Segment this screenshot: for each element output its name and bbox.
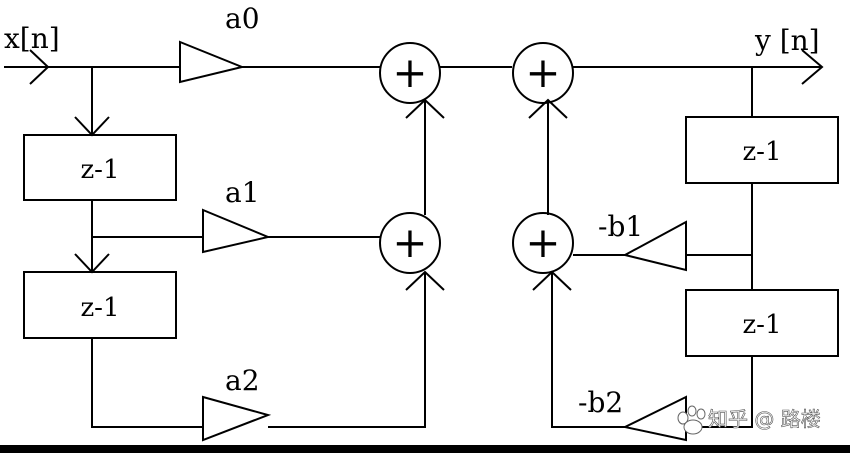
gain-b2-label: -b2 <box>578 386 623 419</box>
sum-node-2 <box>512 42 574 104</box>
gain-b1-triangle <box>622 220 687 272</box>
delay-box-left-2 <box>23 271 177 339</box>
output-arrow <box>801 49 824 85</box>
gain-b1-label: -b1 <box>598 210 643 243</box>
delay-right-2-label: z-1 <box>742 310 781 340</box>
delay-box-right-2 <box>685 289 839 357</box>
delay-left-2-label: z-1 <box>80 293 119 323</box>
gain-a0-triangle <box>179 40 246 84</box>
delay-box-right-1 <box>685 116 839 184</box>
watermark: 知乎 @ 路楼 <box>677 405 821 435</box>
delay-right-1-label: z-1 <box>742 137 781 167</box>
sum-node-4 <box>512 212 574 274</box>
b2-arrow <box>532 270 572 291</box>
a2-to-sum3-wire <box>268 272 426 428</box>
sum-node-1-plus: + <box>392 48 427 97</box>
output-label: y [n] <box>754 24 820 57</box>
a2-arrow <box>405 270 445 291</box>
sum-node-1 <box>379 42 441 104</box>
sum-node-2-plus: + <box>525 48 560 97</box>
gain-a2-triangle <box>202 395 272 442</box>
sum3-to-sum1-arrow <box>405 98 445 119</box>
paw-logo-icon <box>677 405 706 435</box>
sum4-to-sum2-arrow <box>528 98 568 119</box>
sum-node-3 <box>379 212 441 274</box>
delay-left-1-label: z-1 <box>80 155 119 185</box>
feedback-to-b2-wire <box>686 356 753 428</box>
sum-node-4-plus: + <box>525 218 560 267</box>
sum-node-3-plus: + <box>392 218 427 267</box>
delay-box-left-1 <box>23 134 177 201</box>
gain-a2-label: a2 <box>225 364 260 397</box>
gain-a1-label: a1 <box>225 176 260 209</box>
tap-to-a2-wire <box>91 338 203 428</box>
b2-to-sum4-wire <box>551 272 625 428</box>
input-label: x[n] <box>4 22 60 55</box>
gain-a1-triangle <box>202 208 272 254</box>
watermark-text: 知乎 @ 路楼 <box>708 407 821 431</box>
gain-a0-label: a0 <box>225 2 260 35</box>
